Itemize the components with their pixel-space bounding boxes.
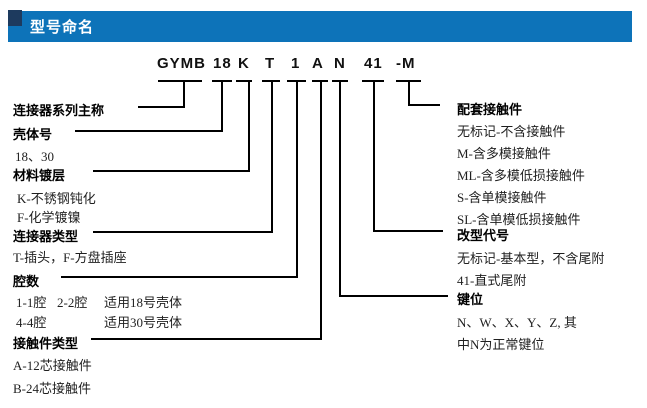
variant-option-41: 41-直式尾附: [457, 273, 527, 288]
key-position-options-line2: 中N为正常键位: [457, 337, 545, 352]
part-number-segment-variant: 41: [364, 55, 383, 72]
cavity-option-2: 2-2腔: [57, 295, 88, 310]
cavity-option-1: 1-1腔: [16, 295, 47, 310]
section-title: 型号命名: [30, 19, 95, 36]
mating-option-m: M-含多模接触件: [457, 146, 551, 161]
cavity-option-4-note: 适用30号壳体: [104, 315, 183, 330]
contact-option-b: B-24芯接触件: [13, 381, 92, 396]
label-connector-type: 连接器类型: [13, 229, 79, 244]
header-accent-square: [8, 10, 22, 26]
label-material-plating: 材料镀层: [13, 168, 66, 183]
cavity-option-1-note: 适用18号壳体: [104, 295, 183, 310]
part-number-segment-cavity: 1: [291, 55, 301, 72]
shell-number-options: 18、30: [15, 149, 55, 164]
label-shell-number: 壳体号: [13, 127, 53, 142]
label-key-position: 键位: [457, 292, 484, 307]
part-number-segment-key: N: [334, 55, 346, 72]
mating-option-s: S-含单模接触件: [457, 190, 547, 205]
mating-option-sl: SL-含单模低损接触件: [457, 212, 581, 227]
label-mating-contacts: 配套接触件: [457, 102, 523, 117]
part-number-segment-shell: 18: [213, 55, 232, 72]
label-contact-type: 接触件类型: [13, 336, 79, 351]
mating-option-ml: ML-含多模低损接触件: [457, 168, 585, 183]
part-number-segment-plating: K: [238, 55, 250, 72]
label-variant-code: 改型代号: [457, 228, 510, 243]
section-header-bar: 型号命名: [8, 11, 632, 42]
plating-option-k: K-不锈钢钝化: [17, 191, 96, 206]
label-series-name: 连接器系列主称: [13, 103, 105, 118]
part-number-segment-series: GYMB: [157, 55, 206, 72]
label-cavity-count: 腔数: [13, 274, 40, 289]
mating-option-none: 无标记-不含接触件: [457, 124, 566, 139]
contact-option-a: A-12芯接触件: [13, 358, 92, 373]
part-number-segment-mating: -M: [396, 55, 416, 72]
plating-option-f: F-化学镀镍: [17, 210, 81, 225]
part-number-segment-type: T: [265, 55, 276, 72]
connector-type-options: T-插头，F-方盘插座: [13, 250, 127, 265]
part-number-segment-contact: A: [312, 55, 324, 72]
key-position-options-line1: N、W、X、Y、Z, 其: [457, 315, 577, 330]
variant-option-none: 无标记-基本型，不含尾附: [457, 251, 605, 266]
cavity-option-4: 4-4腔: [16, 315, 47, 330]
